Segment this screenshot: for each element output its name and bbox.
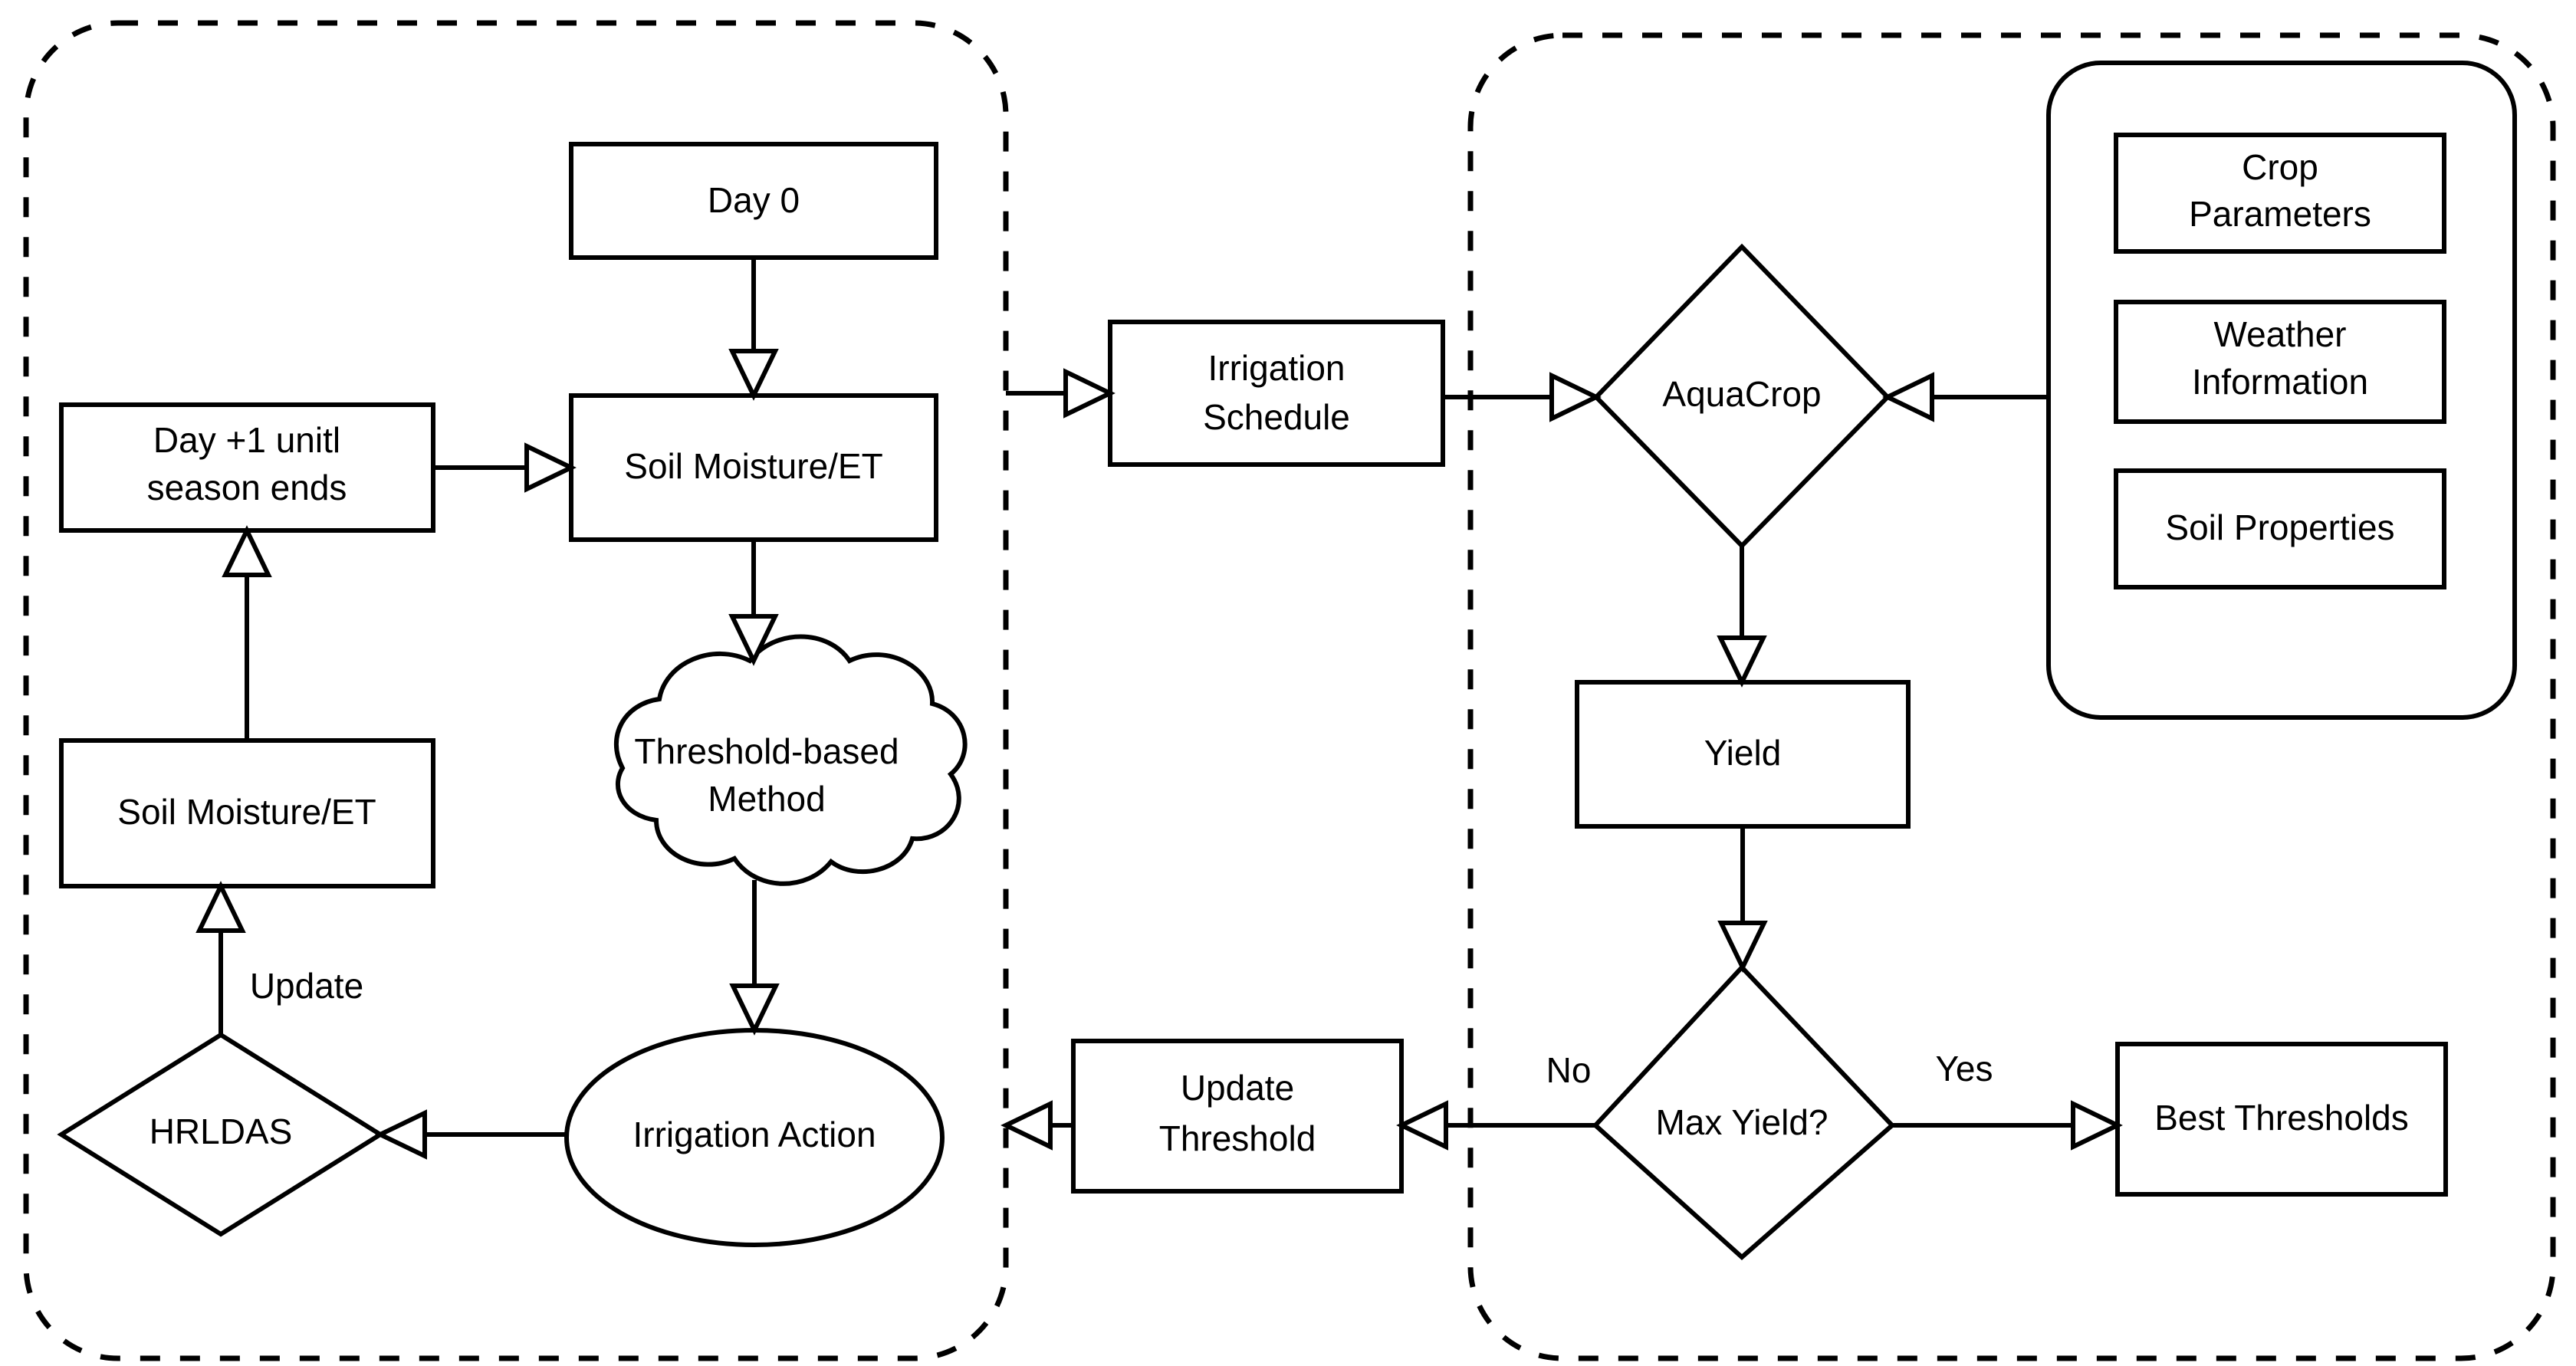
node-hrldas[interactable]: HRLDAS [57,1032,385,1237]
node-soil-moisture-et-left-box [59,738,435,888]
node-weather-information-label-line1: Weather [2213,314,2346,354]
node-irrigation-action[interactable]: Irrigation Action [564,1028,945,1247]
node-max-yield-diamond [1592,964,1896,1261]
node-update-threshold[interactable]: Update Threshold [1071,1039,1404,1194]
edge-label-no: No [1546,1050,1592,1090]
edge-label-yes: Yes [1935,1049,1993,1089]
edge-max-yield-yes-to-best-thresholds: Yes [1892,1049,2123,1151]
node-irrigation-schedule-label-line1: Irrigation [1208,348,1346,388]
node-crop-parameters-label-line1: Crop [2242,147,2318,187]
group-right-module [1467,32,2556,1361]
node-hrldas-label: HRLDAS [150,1112,293,1151]
edge-max-yield-no-to-update-threshold: No [1396,1050,1595,1151]
edge-yield-to-max-yield [1717,826,1768,973]
node-best-thresholds-label: Best Thresholds [2154,1098,2409,1138]
node-update-threshold-label-line2: Threshold [1159,1118,1316,1158]
node-max-yield-label: Max Yield? [1655,1102,1828,1142]
node-best-thresholds-box [2115,1042,2448,1197]
node-irrigation-schedule-box [1108,320,1445,467]
node-day-0-box [569,142,938,260]
node-update-threshold-label-line1: Update [1181,1068,1294,1108]
edge-irrigation-action-to-hrldas [375,1109,567,1160]
node-weather-information[interactable]: Weather Information [2114,300,2446,424]
node-weather-information-label-line2: Information [2192,362,2368,402]
edge-threshold-to-irrigation-action [729,880,780,1036]
node-irrigation-schedule[interactable]: Irrigation Schedule [1108,320,1445,467]
edge-update-threshold-to-left-module [1001,1100,1073,1151]
edge-irrigation-schedule-to-aquacrop [1443,372,1602,422]
node-hrldas-diamond [57,1032,385,1237]
node-soil-properties-box [2114,468,2446,589]
edge-soil-moisture-to-threshold [728,540,779,666]
node-threshold-based-method-cloud [613,634,968,886]
node-aquacrop[interactable]: AquaCrop [1592,243,1891,550]
node-soil-moisture-et-left[interactable]: Soil Moisture/ET [59,738,435,888]
edge-inputs-to-aquacrop [1882,372,2049,422]
node-day-0-label: Day 0 [708,180,800,220]
edge-day0-to-soil-moisture [728,258,779,401]
node-day-plus-one-label-line2: season ends [147,468,347,507]
node-yield-label: Yield [1704,733,1782,773]
edge-hrldas-to-soil-moisture-left: Update [196,881,363,1035]
edge-left-module-to-irrigation-schedule [1006,368,1116,419]
node-soil-moisture-et-top[interactable]: Soil Moisture/ET [569,393,938,542]
node-day-0[interactable]: Day 0 [569,142,938,260]
node-irrigation-action-label: Irrigation Action [632,1115,876,1154]
edge-dayplus1-to-soil-moisture [433,442,577,493]
node-update-threshold-box [1071,1039,1404,1194]
node-day-plus-one-label-line1: Day +1 unitl [153,420,340,460]
node-day-plus-one[interactable]: Day +1 unitl season ends [59,402,435,533]
node-crop-parameters-box [2114,133,2446,254]
node-soil-properties-label: Soil Properties [2165,507,2394,547]
edge-label-update: Update [250,966,363,1006]
node-threshold-based-method-label-line1: Threshold-based [634,731,899,771]
node-soil-moisture-et-top-label: Soil Moisture/ET [624,446,882,486]
node-aquacrop-label: AquaCrop [1662,374,1821,414]
node-threshold-based-method[interactable]: Threshold-based Method [613,634,968,886]
node-soil-properties[interactable]: Soil Properties [2114,468,2446,589]
node-irrigation-schedule-label-line2: Schedule [1203,397,1350,437]
edge-aquacrop-to-yield [1717,546,1767,688]
node-crop-parameters[interactable]: Crop Parameters [2114,133,2446,254]
node-weather-information-box [2114,300,2446,424]
node-threshold-based-method-label-line2: Method [708,779,825,819]
node-best-thresholds[interactable]: Best Thresholds [2115,1042,2448,1197]
node-yield[interactable]: Yield [1575,680,1911,829]
node-max-yield[interactable]: Max Yield? [1592,964,1896,1261]
node-soil-moisture-et-left-label: Soil Moisture/ET [117,792,376,832]
edge-soil-moisture-left-to-dayplus1 [222,525,272,740]
group-left-module [23,20,1009,1361]
node-crop-parameters-label-line2: Parameters [2189,194,2371,234]
